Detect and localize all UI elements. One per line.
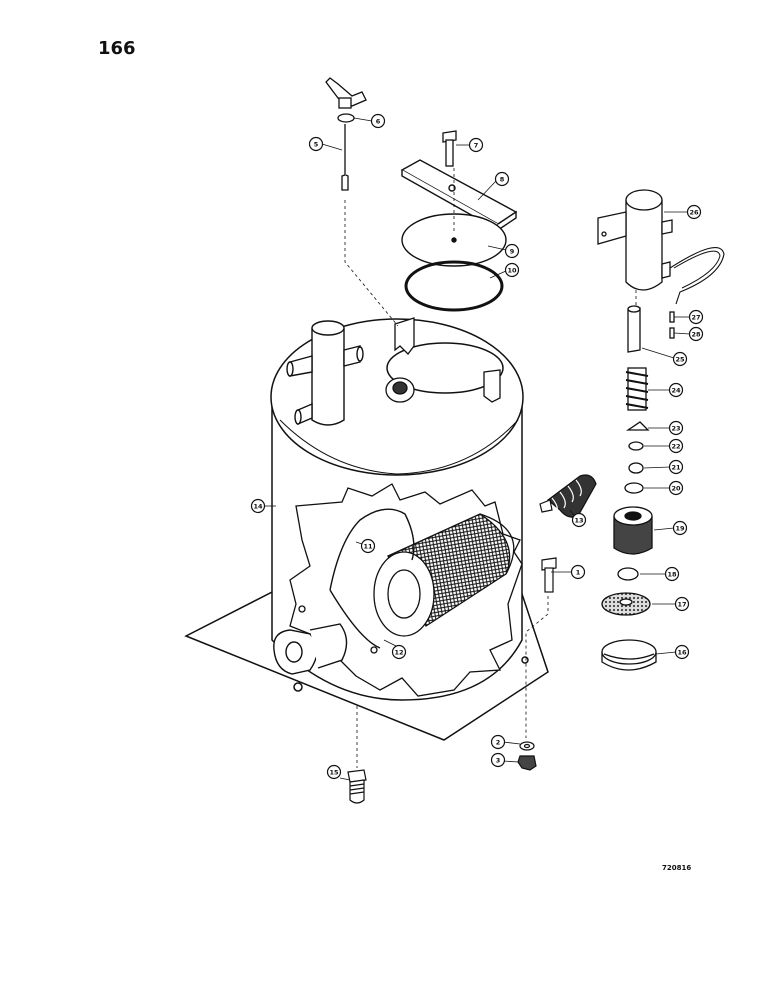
sleeve-19 bbox=[613, 506, 653, 555]
svg-text:22: 22 bbox=[671, 443, 680, 451]
callout-25: 25 bbox=[672, 351, 688, 367]
svg-text:26: 26 bbox=[689, 209, 699, 217]
inlet-fitting bbox=[286, 320, 364, 426]
bolt-1 bbox=[541, 557, 557, 593]
svg-text:6: 6 bbox=[376, 118, 381, 126]
callout-1: 1 bbox=[570, 564, 586, 580]
callouts: 1 2 3 5 6 7 8 9 10 11 12 13 14 15 16 17 … bbox=[250, 113, 704, 780]
callout-9: 9 bbox=[504, 243, 520, 259]
svg-text:19: 19 bbox=[675, 525, 685, 533]
svg-text:2: 2 bbox=[496, 739, 501, 747]
svg-text:27: 27 bbox=[691, 314, 700, 322]
callout-12: 12 bbox=[391, 644, 407, 660]
svg-text:10: 10 bbox=[507, 267, 517, 275]
svg-text:25: 25 bbox=[675, 356, 685, 364]
svg-text:8: 8 bbox=[500, 176, 505, 184]
callout-6: 6 bbox=[370, 113, 386, 129]
callout-5: 5 bbox=[308, 136, 324, 152]
cutaway-section bbox=[289, 483, 523, 697]
svg-text:28: 28 bbox=[691, 331, 701, 339]
svg-text:13: 13 bbox=[574, 517, 583, 525]
breather-element-13 bbox=[539, 474, 597, 518]
callout-26: 26 bbox=[686, 204, 702, 220]
callout-22: 22 bbox=[668, 438, 684, 454]
callout-13: 13 bbox=[571, 512, 587, 528]
callout-27: 27 bbox=[688, 309, 704, 325]
callout-18: 18 bbox=[664, 566, 680, 582]
filter-element bbox=[373, 513, 515, 637]
svg-text:18: 18 bbox=[667, 571, 677, 579]
filter-bail bbox=[329, 508, 415, 649]
callout-20: 20 bbox=[668, 480, 684, 496]
breather-assembly bbox=[597, 189, 725, 305]
callout-21: 21 bbox=[668, 459, 684, 475]
svg-text:14: 14 bbox=[253, 503, 263, 511]
svg-text:20: 20 bbox=[671, 485, 681, 493]
svg-text:16: 16 bbox=[677, 649, 687, 657]
callout-24: 24 bbox=[668, 382, 684, 398]
svg-text:9: 9 bbox=[510, 248, 515, 256]
svg-text:17: 17 bbox=[677, 601, 686, 609]
callout-15: 15 bbox=[326, 764, 342, 780]
svg-text:23: 23 bbox=[671, 425, 680, 433]
bolt-7 bbox=[442, 130, 457, 167]
callout-7: 7 bbox=[468, 137, 484, 153]
figure-code: 720816 bbox=[662, 864, 692, 872]
page-number: 166 bbox=[98, 38, 136, 59]
fasteners-2-3 bbox=[517, 741, 537, 771]
svg-text:5: 5 bbox=[314, 141, 319, 149]
svg-text:12: 12 bbox=[394, 649, 403, 657]
svg-text:21: 21 bbox=[671, 464, 681, 472]
callout-11: 11 bbox=[360, 538, 376, 554]
callout-17: 17 bbox=[674, 596, 690, 612]
callout-10: 10 bbox=[504, 262, 520, 278]
callout-23: 23 bbox=[668, 420, 684, 436]
callout-2: 2 bbox=[490, 734, 506, 750]
drain-plug-15 bbox=[347, 769, 367, 804]
spring-24 bbox=[625, 367, 649, 411]
svg-text:11: 11 bbox=[363, 543, 373, 551]
callout-8: 8 bbox=[494, 171, 510, 187]
callout-19: 19 bbox=[672, 520, 688, 536]
cover-clips bbox=[385, 317, 501, 403]
svg-text:3: 3 bbox=[496, 757, 501, 765]
outlet-flange bbox=[273, 623, 348, 675]
svg-text:15: 15 bbox=[329, 769, 339, 777]
cup-16 bbox=[601, 639, 657, 671]
svg-text:7: 7 bbox=[474, 142, 479, 150]
cover-assembly bbox=[400, 159, 518, 312]
callout-14: 14 bbox=[250, 498, 266, 514]
dipstick-assembly bbox=[325, 77, 367, 191]
svg-text:1: 1 bbox=[576, 569, 581, 577]
callout-16: 16 bbox=[674, 644, 690, 660]
svg-text:24: 24 bbox=[671, 387, 681, 395]
callout-3: 3 bbox=[490, 752, 506, 768]
relief-valve-parts bbox=[601, 305, 675, 671]
dashed-leaders bbox=[344, 168, 637, 768]
callout-28: 28 bbox=[688, 326, 704, 342]
